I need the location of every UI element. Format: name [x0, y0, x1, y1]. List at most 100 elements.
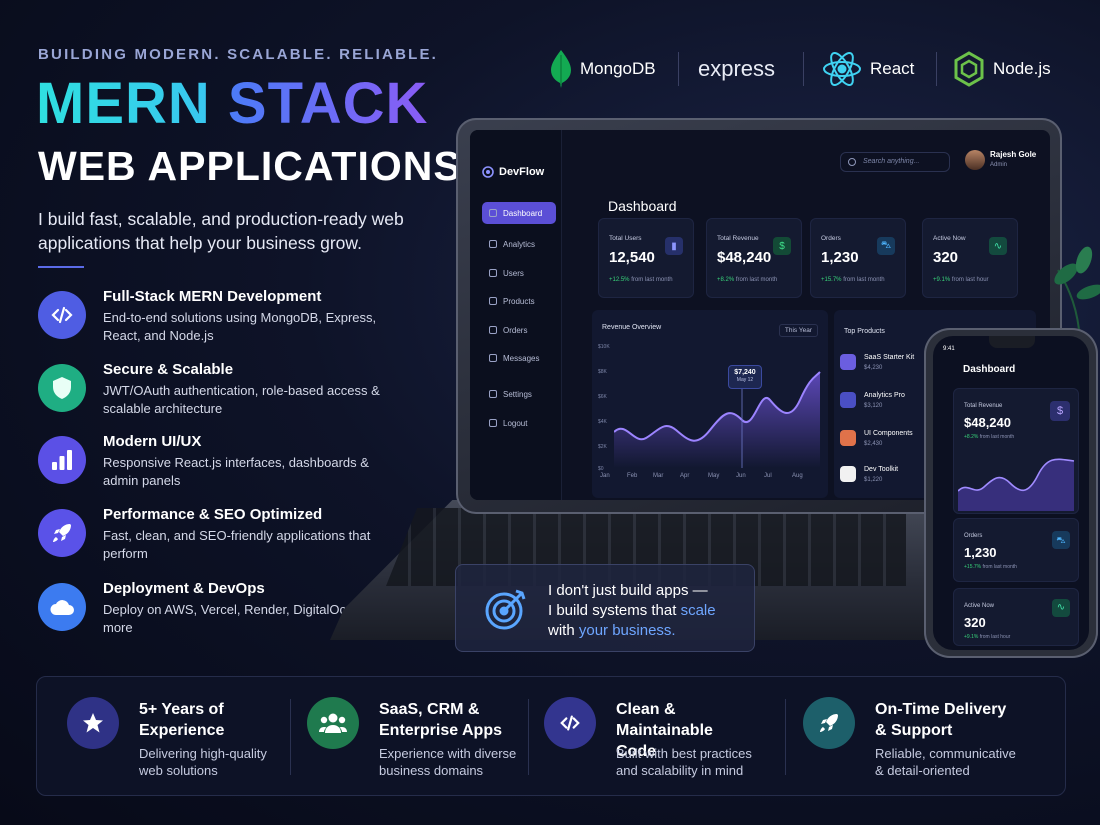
divider	[936, 52, 937, 86]
sidebar-item-logout[interactable]: Logout	[482, 412, 556, 434]
feature-title: Full-Stack MERN Development	[103, 288, 322, 305]
feature-title: Deployment & DevOps	[103, 580, 265, 597]
x-tick: May	[708, 473, 720, 479]
card-value: 320	[933, 249, 959, 266]
logout-icon	[489, 419, 497, 427]
sidebar-item-analytics[interactable]: Analytics	[482, 233, 556, 255]
react-icon	[823, 52, 861, 86]
card-label: Total Revenue	[717, 235, 759, 242]
x-tick: Jul	[764, 473, 772, 479]
bar-chart-icon	[38, 436, 86, 484]
devflow-logo-icon	[482, 166, 494, 178]
pulse-icon: ∿	[1052, 599, 1070, 617]
card-change: +8.2% from last month	[717, 277, 778, 283]
feature-title: Modern UI/UX	[103, 433, 202, 450]
feature-uiux: Modern UI/UX Responsive React.js interfa…	[38, 433, 418, 495]
card-value: 1,230	[821, 249, 859, 266]
divider	[528, 699, 529, 775]
divider	[290, 699, 291, 775]
phone-card-orders: Orders 1,230 +15.7% from last month ⛍	[953, 518, 1079, 582]
rocket-icon	[803, 697, 855, 749]
stat-card-active: Active Now 320 +9.1% from last hour ∿	[922, 218, 1018, 298]
bar-chart-icon: ▮	[665, 237, 683, 255]
card-change: +12.5% from last month	[609, 277, 673, 283]
brand-name: DevFlow	[499, 166, 545, 178]
page-title: Dashboard	[608, 198, 677, 214]
stat-experience: 5+ Years of Experience Delivering high-q…	[37, 677, 277, 797]
stat-card-orders: Orders 1,230 +15.7% from last month ⛍	[810, 218, 906, 298]
nav-label: Analytics	[503, 239, 536, 249]
x-tick: Aug	[792, 473, 803, 479]
code-icon	[38, 291, 86, 339]
stat-title: On-Time Delivery & Support	[875, 701, 1007, 739]
feature-title: Secure & Scalable	[103, 361, 234, 378]
feature-deployment: Deployment & DevOps Deploy on AWS, Verce…	[38, 580, 418, 642]
x-tick: Jan	[600, 473, 610, 479]
sidebar-item-messages[interactable]: Messages	[482, 347, 556, 369]
product-item[interactable]: Analytics Pro$3,120	[840, 392, 960, 418]
sidebar: DevFlow Dashboard Analytics Users Produc…	[470, 130, 562, 500]
sidebar-item-settings[interactable]: Settings	[482, 383, 556, 405]
period-select[interactable]: This Year	[778, 324, 818, 337]
product-icon	[840, 466, 856, 482]
nav-label: Users	[503, 268, 524, 278]
rocket-icon	[38, 509, 86, 557]
sidebar-item-products[interactable]: Products	[482, 290, 556, 312]
panel-title: Revenue Overview	[602, 324, 662, 331]
divider	[38, 266, 84, 268]
stats-bar: 5+ Years of Experience Delivering high-q…	[36, 676, 1066, 796]
cloud-icon	[38, 583, 86, 631]
nav-label: Dashboard	[503, 208, 543, 218]
title-stack: STACK	[227, 71, 429, 136]
phone-card-revenue: Total Revenue $48,240 +8.2% from last mo…	[953, 388, 1079, 514]
divider	[678, 52, 679, 86]
product-item[interactable]: SaaS Starter Kit$4,230	[840, 354, 960, 380]
product-item[interactable]: Dev Toolkit$1,220	[840, 466, 960, 492]
tech-react: React	[822, 46, 914, 92]
stat-card-users: Total Users 12,540 +12.5% from last mont…	[598, 218, 694, 298]
brand: DevFlow	[482, 166, 544, 178]
card-change: +9.1% from last hour	[933, 277, 989, 283]
feature-desc: JWT/OAuth authentication, role-based acc…	[103, 383, 380, 416]
tech-mongodb: MongoDB	[550, 46, 656, 92]
phone-card-active: Active Now 320 +9.1% from last hour ∿	[953, 588, 1079, 646]
nav-label: Logout	[503, 418, 528, 428]
feature-desc: End-to-end solutions using MongoDB, Expr…	[103, 310, 377, 343]
tagline: BUILDING MODERN. SCALABLE. RELIABLE.	[38, 46, 439, 63]
sidebar-item-dashboard[interactable]: Dashboard	[482, 202, 556, 224]
laptop-screen: DevFlow Dashboard Analytics Users Produc…	[470, 130, 1050, 500]
sidebar-item-orders[interactable]: Orders	[482, 319, 556, 341]
title-mern: MERN	[36, 71, 211, 136]
tech-name: React	[870, 59, 915, 78]
y-tick: $2K	[598, 444, 607, 450]
product-icon	[840, 430, 856, 446]
x-tick: Mar	[653, 473, 664, 479]
product-item[interactable]: UI Components$2,430	[840, 430, 960, 456]
box-icon	[489, 297, 497, 305]
star-icon	[67, 697, 119, 749]
tech-node: Node.js	[953, 46, 1051, 92]
feature-fullstack: Full-Stack MERN Development End-to-end s…	[38, 288, 418, 350]
card-label: Total Users	[609, 235, 642, 242]
card-value: 12,540	[609, 249, 655, 266]
tech-name: MongoDB	[580, 59, 656, 78]
revenue-line-chart	[614, 371, 821, 468]
sidebar-item-users[interactable]: Users	[482, 262, 556, 284]
stat-card-revenue: Total Revenue $48,240 +8.2% from last mo…	[706, 218, 802, 298]
y-tick: $0	[598, 466, 604, 472]
nav-label: Orders	[503, 325, 528, 335]
card-label: Active Now	[933, 235, 966, 242]
feature-desc: Responsive React.js interfaces, dashboar…	[103, 455, 369, 488]
stat-desc: Delivering high-quality web solutions	[139, 746, 267, 778]
divider	[803, 52, 804, 86]
feature-performance: Performance & SEO Optimized Fast, clean,…	[38, 506, 418, 568]
user-name: Rajesh Gole	[990, 150, 1037, 159]
orders-icon	[489, 326, 497, 334]
user-menu[interactable]: Rajesh Gole Admin	[965, 148, 1045, 176]
search-input[interactable]: Search anything...	[840, 152, 950, 172]
dollar-icon: $	[773, 237, 791, 255]
phone-screen: 9:41 Dashboard Total Revenue $48,240 +8.…	[933, 336, 1089, 650]
mongodb-leaf-icon	[551, 50, 571, 88]
stat-title: 5+ Years of Experience	[139, 701, 225, 739]
